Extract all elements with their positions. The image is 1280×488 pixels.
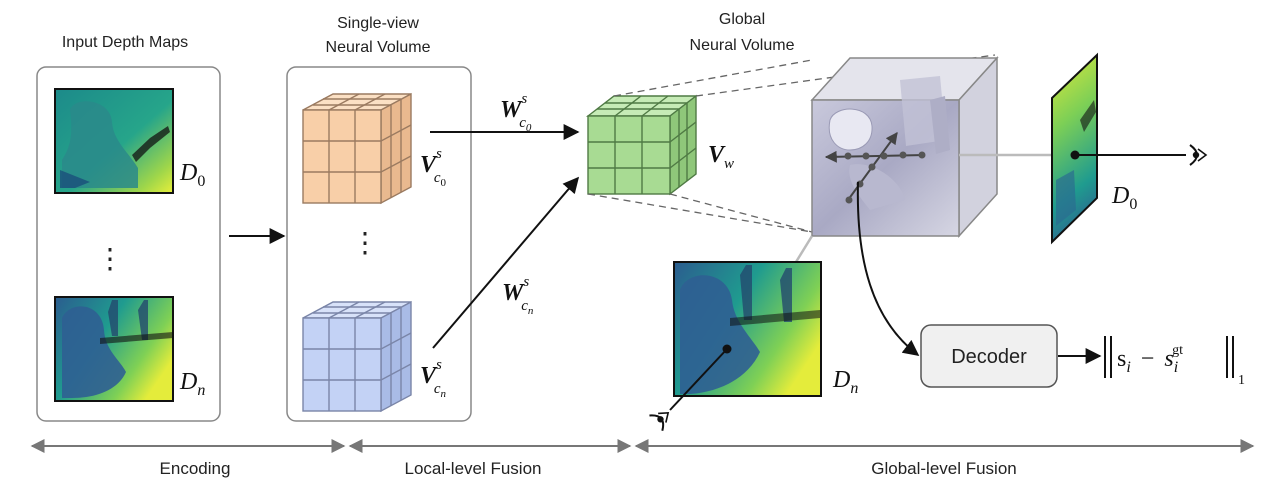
- v-w-label: Vw: [708, 142, 734, 172]
- depth-view-right: [1051, 52, 1098, 245]
- stage-label-encoding: Encoding: [160, 459, 231, 478]
- single-ellipsis: ⋮: [351, 227, 379, 258]
- single-view-cube-c0: [302, 92, 412, 205]
- depth-view-bottom: [673, 261, 822, 397]
- input-panel-title: Input Depth Maps: [62, 34, 188, 51]
- scene-reconstruction-cube: [810, 56, 999, 238]
- decoder-box: Decoder: [920, 324, 1058, 388]
- eye-icon-bottom: [649, 412, 670, 432]
- global-panel-title-line1: Global: [719, 11, 765, 28]
- bottom-view-label: Dn: [832, 367, 858, 397]
- single-panel-title-line1: Single-view: [337, 15, 419, 32]
- dn-label: Dn: [179, 369, 205, 399]
- single-panel-title-line2: Neural Volume: [326, 39, 431, 56]
- d0-label: D0: [179, 160, 205, 190]
- ray-to-bottom-view: [794, 235, 814, 263]
- fusion-arrow-bottom: [432, 176, 580, 349]
- bottom-view-ray: [669, 348, 728, 411]
- input-panel-frame: [36, 66, 221, 422]
- svg-text:si−sigt: si−sigt: [1117, 343, 1183, 376]
- global-panel-title-line2: Neural Volume: [690, 37, 795, 54]
- stage-label-local: Local-level Fusion: [404, 459, 541, 478]
- depth-map-dn: [54, 296, 174, 402]
- decoder-label: Decoder: [951, 346, 1027, 368]
- global-volume-cube: [585, 94, 699, 196]
- right-view-label: D0: [1111, 183, 1137, 213]
- loss-expression: si−sigt 1: [1104, 336, 1245, 388]
- svg-text:1: 1: [1238, 373, 1245, 388]
- ray-samples: [824, 132, 926, 204]
- single-panel-frame: [286, 66, 472, 422]
- decoder-input-arrow: [856, 181, 920, 356]
- depth-map-d0: [54, 88, 174, 194]
- stage-label-global: Global-level Fusion: [871, 459, 1017, 478]
- input-ellipsis: ⋮: [96, 243, 124, 274]
- eye-icon-right: [1189, 144, 1208, 166]
- single-view-cube-cn: [302, 300, 412, 413]
